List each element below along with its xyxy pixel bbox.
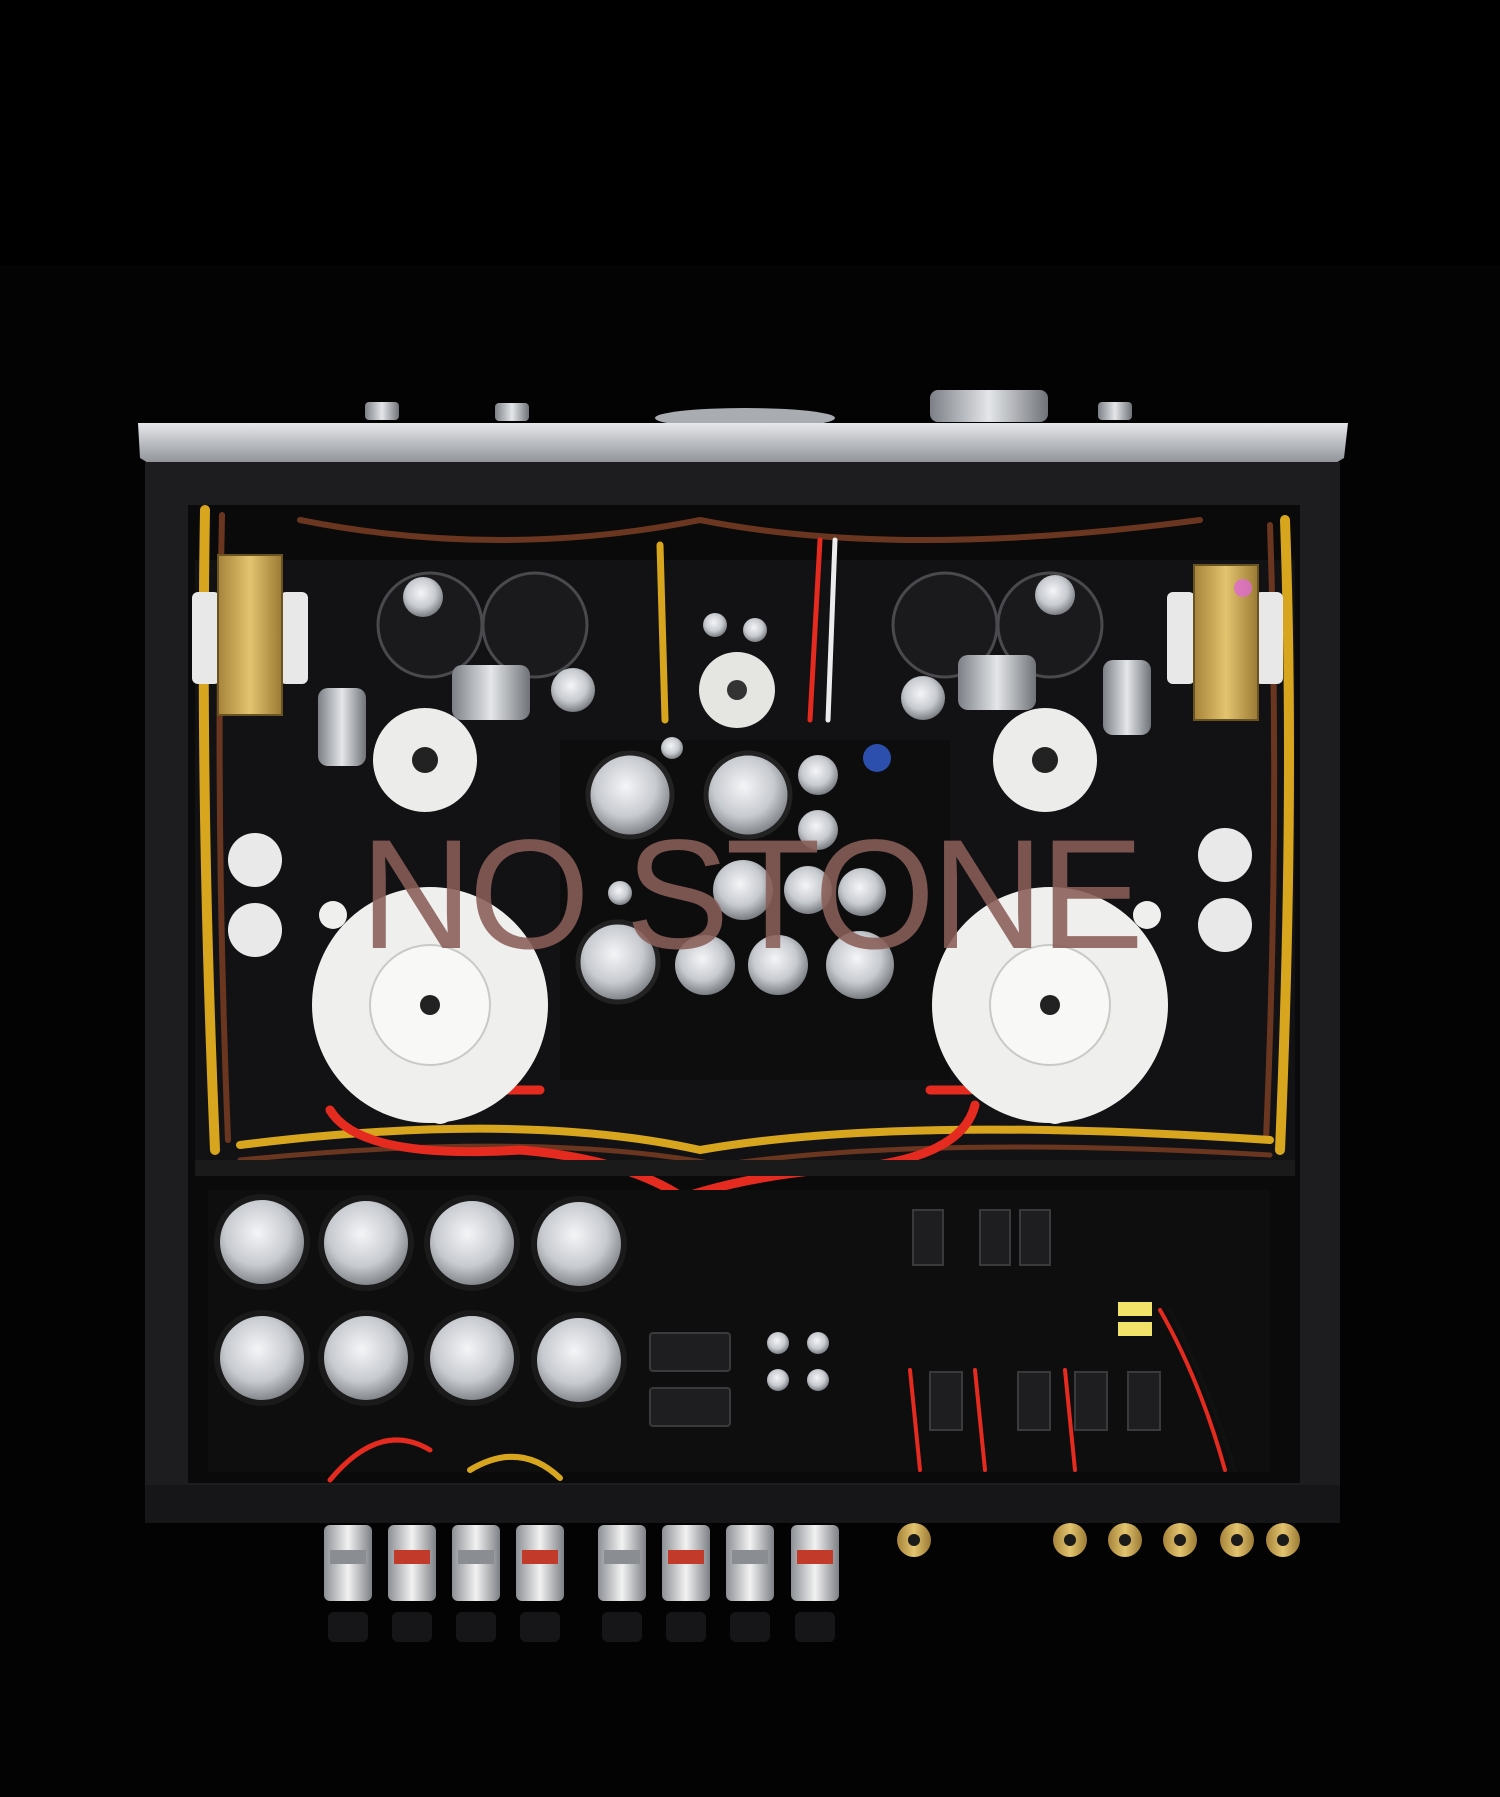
tube-sockets-small — [373, 571, 1104, 812]
lower-wires — [327, 1308, 1237, 1483]
speaker-terminals — [324, 1525, 839, 1642]
rca-jacks — [897, 1523, 1300, 1557]
small-capacitors — [767, 1302, 1152, 1391]
rca-jack[interactable] — [1266, 1523, 1300, 1557]
speaker-terminal[interactable] — [388, 1525, 436, 1642]
rca-jack[interactable] — [1220, 1523, 1254, 1557]
side-caps — [228, 828, 1252, 957]
speaker-terminal[interactable] — [452, 1525, 500, 1642]
power-tube-socket-left — [312, 887, 548, 1124]
speaker-terminal[interactable] — [324, 1525, 372, 1642]
speaker-terminal[interactable] — [662, 1525, 710, 1642]
rca-jack[interactable] — [897, 1523, 931, 1557]
rca-jack[interactable] — [1163, 1523, 1197, 1557]
speaker-terminal[interactable] — [516, 1525, 564, 1642]
volume-knob — [930, 390, 1048, 422]
speaker-terminal[interactable] — [726, 1525, 774, 1642]
pcb-components — [649, 1209, 1161, 1431]
speaker-terminal[interactable] — [598, 1525, 646, 1642]
rca-jack[interactable] — [1108, 1523, 1142, 1557]
center-capacitors — [575, 613, 894, 1005]
output-transformer-right — [1167, 564, 1283, 721]
coupling-capacitors — [318, 575, 1151, 766]
rca-jack[interactable] — [1053, 1523, 1087, 1557]
front-panel — [138, 390, 1348, 464]
output-transformer-left — [192, 554, 308, 716]
watermark: NO STONE — [360, 808, 1144, 982]
speaker-terminal[interactable] — [791, 1525, 839, 1642]
power-filter-capacitors — [214, 1194, 627, 1408]
power-tube-socket-right — [932, 887, 1168, 1124]
